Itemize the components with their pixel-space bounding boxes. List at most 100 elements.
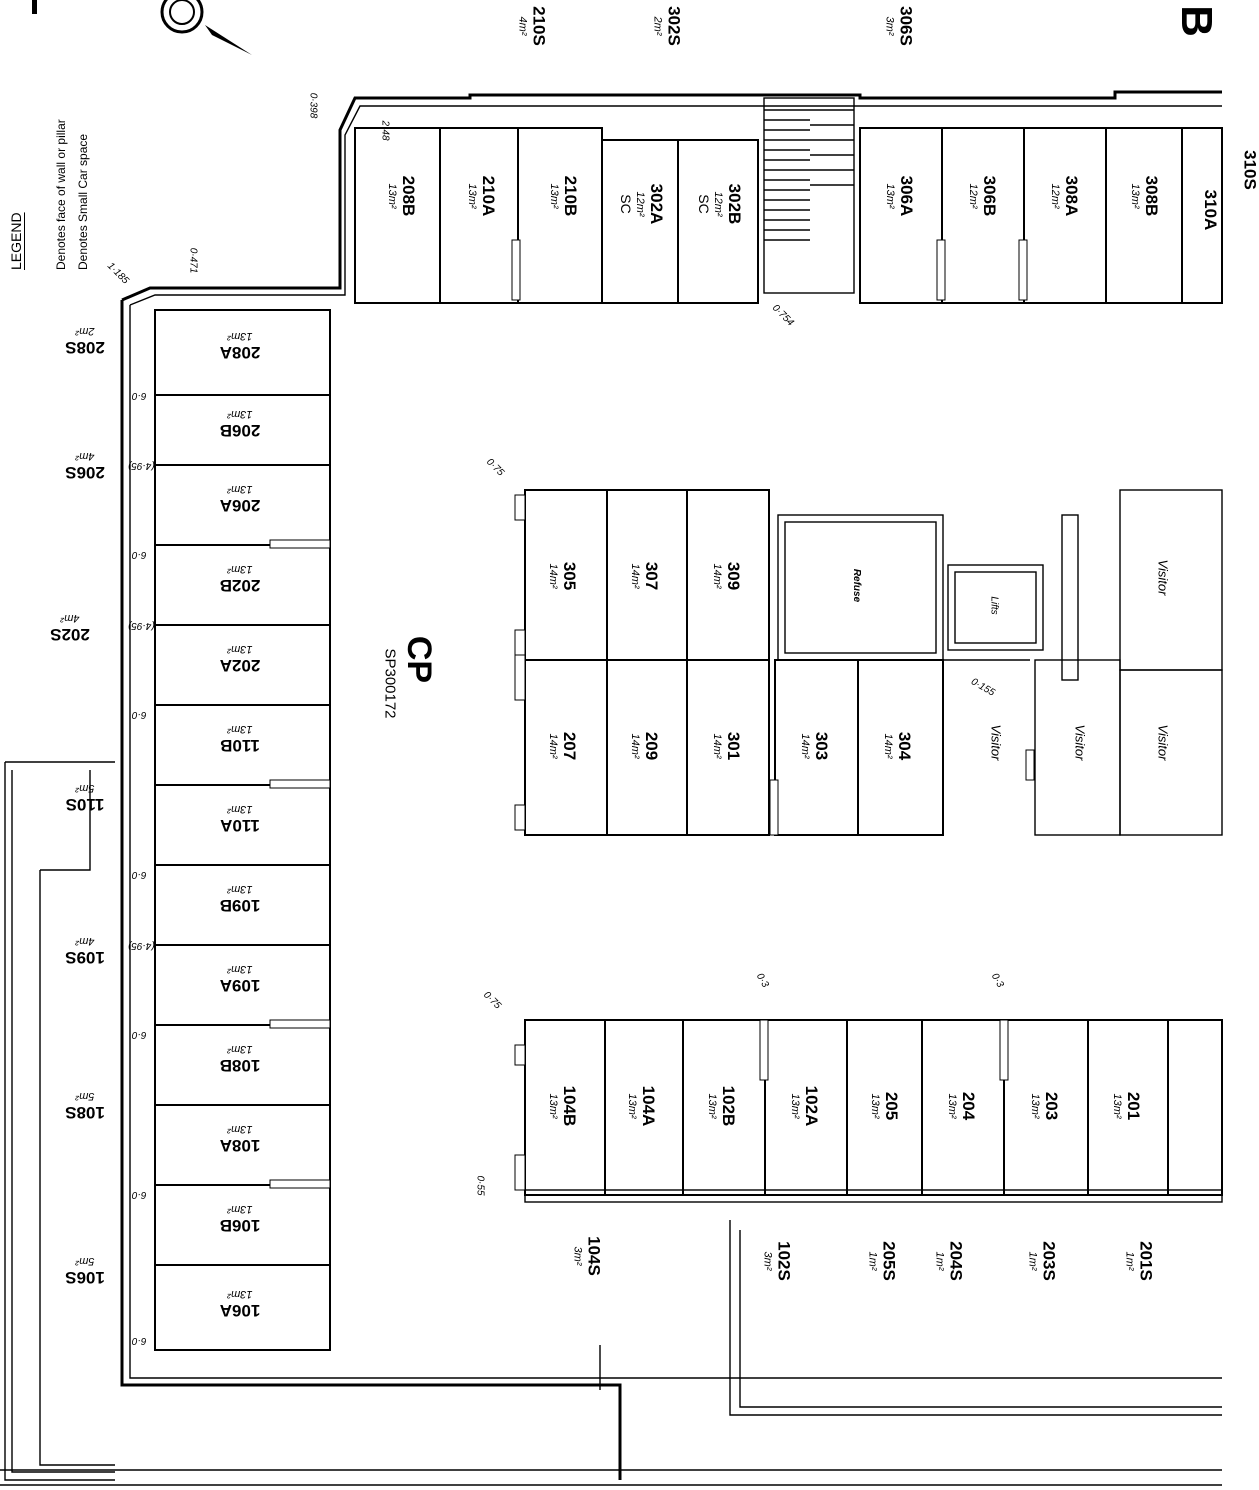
store-area: 3m² (883, 16, 896, 36)
store-203S: 203S 1m² (1027, 1234, 1059, 1289)
dim-label: (4·95) (128, 940, 155, 951)
store-109S: 109S 4m² (55, 935, 115, 967)
bay-id: 307 (642, 561, 661, 591)
store-id: 206S (65, 463, 105, 482)
bay-id: 210A (479, 175, 498, 217)
bay-id: 309 (724, 561, 743, 591)
bay-id: 110B (220, 736, 260, 755)
bay-area: 12m² (634, 191, 646, 217)
bay-id: 308B (1142, 175, 1161, 217)
bay-area: 13m² (227, 643, 253, 655)
legend-item-wall: Denotes face of wall or pillar (54, 119, 68, 270)
bay-309: 309 14m² (711, 546, 743, 606)
bay-id: 102B (719, 1085, 738, 1127)
bay-id: 205 (882, 1091, 901, 1121)
bay-id: 210B (561, 175, 580, 217)
bottom-bay-row (514, 1019, 1223, 1390)
bay-area: 13m² (789, 1093, 801, 1119)
bay-308A: 308A 12m² (1049, 166, 1081, 226)
bay-area: 13m² (547, 1093, 559, 1119)
store-id: 201S (1136, 1241, 1156, 1281)
bay-202A: 202A 13m² (200, 643, 280, 675)
bay-109A: 109A 13m² (200, 963, 280, 995)
legend-pillar-swatch (32, 0, 37, 14)
bay-id: 207 (560, 731, 579, 761)
bay-306A: 306A 13m² (884, 166, 916, 226)
top-bay-row (354, 97, 1223, 304)
store-306S: 306S 3m² (884, 0, 916, 54)
bay-area: 14m² (799, 733, 811, 759)
dim-label: 0·55 (474, 1175, 486, 1196)
left-bay-column (154, 309, 331, 1351)
bay-area: 12m² (1049, 183, 1061, 209)
store-108S: 108S 5m² (55, 1090, 115, 1122)
bay-209: 209 14m² (629, 716, 661, 776)
bay-202B: 202B 13m² (200, 563, 280, 595)
bay-area: 13m² (227, 723, 253, 735)
store-area: 4m² (516, 16, 529, 36)
bay-102A: 102A 13m² (789, 1076, 821, 1136)
bay-area: 14m² (882, 733, 894, 759)
bay-area: 13m² (227, 563, 253, 575)
center-upper-block (514, 489, 1223, 681)
bay-id: 306A (897, 175, 916, 217)
bay-id: 302A (647, 183, 666, 225)
bay-area: 13m² (626, 1093, 638, 1119)
bay-area: 13m² (466, 183, 478, 209)
legend-item-small-car: Denotes Small Car space (76, 133, 90, 270)
store-area: 2m² (651, 16, 664, 36)
bay-303: 303 14m² (799, 716, 831, 776)
bay-area: 14m² (629, 563, 641, 589)
bay-id: 308A (1062, 175, 1081, 217)
store-area: 5m² (75, 1255, 95, 1267)
lifts-label: Lifts (988, 596, 1000, 615)
bay-id: 109A (219, 976, 261, 995)
dim-label: 2·48 (379, 120, 391, 141)
bay-id: 306B (980, 175, 999, 217)
bay-id: 303 (812, 731, 831, 761)
bay-id: 106A (219, 1301, 261, 1320)
bay-206B: 206B 13m² (200, 408, 280, 440)
store-area: 4m² (75, 450, 95, 462)
store-id: 102S (774, 1241, 794, 1281)
bay-area: 13m² (1111, 1093, 1123, 1119)
dim-label: 0·471 (187, 247, 199, 274)
bay-id: 305 (560, 561, 579, 591)
dim-label: 0·398 (307, 92, 319, 119)
north-arrow-icon (160, 0, 252, 55)
bay-308B: 308B 13m² (1129, 166, 1161, 226)
bay-110B: 110B 13m² (200, 723, 280, 755)
bay-area: 13m² (1129, 183, 1141, 209)
dim-label: (4·95) (128, 460, 155, 471)
bay-area: 13m² (227, 1123, 253, 1135)
store-area: 5m² (75, 782, 95, 794)
store-id: 310S (1240, 150, 1259, 190)
carpark-label: CP (399, 636, 438, 683)
dim-label: 6·0 (132, 1189, 147, 1200)
store-206S: 206S 4m² (55, 450, 115, 482)
bay-104A: 104A 13m² (626, 1076, 658, 1136)
bay-area: 13m² (227, 1288, 253, 1300)
small-car-tag: SC (618, 194, 634, 214)
dim-label: 6·0 (132, 390, 147, 401)
bay-area: 13m² (884, 183, 896, 209)
bay-301: 301 14m² (711, 716, 743, 776)
store-id: 210S (529, 6, 549, 46)
bay-302B: 302B 12m² SC (696, 174, 744, 234)
bay-208B: 208B 13m² (386, 166, 418, 226)
bay-id: 102A (802, 1085, 821, 1127)
bay-area: 13m² (227, 1043, 253, 1055)
store-id: 302S (664, 6, 684, 46)
bay-id: 201 (1124, 1091, 1143, 1121)
bay-203: 203 13m² (1029, 1076, 1061, 1136)
bay-110A: 110A 13m² (200, 803, 280, 835)
bay-210B: 210B 13m² (548, 166, 580, 226)
store-204S: 204S 1m² (934, 1234, 966, 1289)
store-area: 3m² (571, 1246, 584, 1266)
center-lower-block (514, 654, 1223, 836)
store-104S: 104S 3m² (572, 1229, 604, 1284)
bay-area: 14m² (547, 733, 559, 759)
store-area: 1m² (866, 1251, 879, 1271)
bay-area: 13m² (548, 183, 560, 209)
bay-205: 205 13m² (869, 1076, 901, 1136)
